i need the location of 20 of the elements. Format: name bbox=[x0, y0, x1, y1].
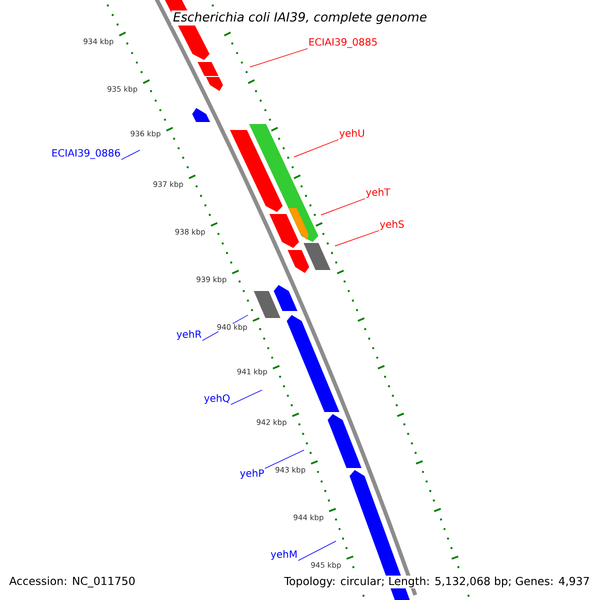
genome-info-label: Topology: circular; Length: 5,132,068 bp; Genes: 4,937 bbox=[283, 576, 591, 588]
leader-line bbox=[264, 450, 304, 469]
title: Escherichia coli IAI39, complete genome bbox=[171, 10, 429, 26]
leader-line bbox=[320, 198, 366, 216]
leader-line bbox=[230, 390, 262, 405]
gene-label: ECIAI39_0886 bbox=[52, 149, 120, 159]
leader-line bbox=[298, 540, 336, 561]
gene-label: yehU bbox=[339, 129, 364, 139]
gene-label: yehQ bbox=[204, 394, 230, 404]
gene-label: yehS bbox=[380, 220, 404, 230]
leader-line bbox=[120, 150, 140, 160]
accession-label: Accession: NC_011750 bbox=[8, 576, 136, 588]
gene-label: yehT bbox=[366, 188, 390, 198]
leader-line bbox=[334, 230, 380, 246]
gene-label: yehP bbox=[240, 469, 264, 479]
leader-line bbox=[294, 139, 339, 158]
gene-label: ECIAI39_0885 bbox=[309, 38, 377, 48]
gene-label: yehM bbox=[270, 550, 297, 560]
gene-label: yehR bbox=[176, 330, 202, 340]
leader-line bbox=[250, 48, 308, 68]
